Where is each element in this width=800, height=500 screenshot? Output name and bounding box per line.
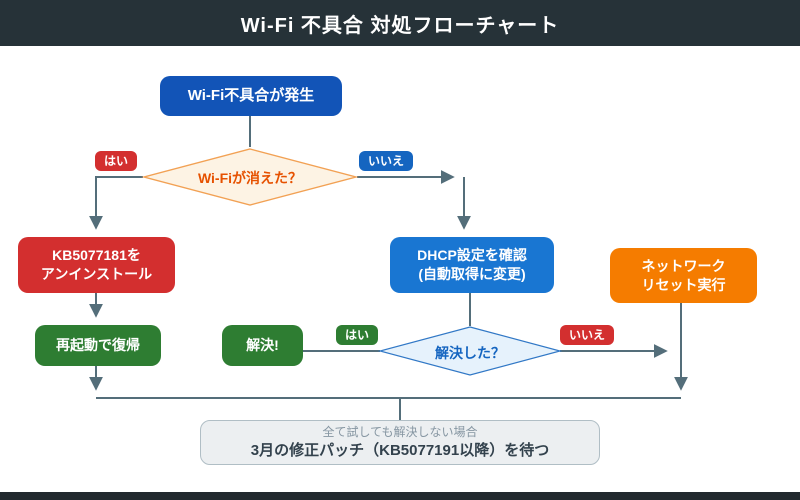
node-uninstall-line2: アンインストール <box>40 266 153 282</box>
note-line2: 3月の修正パッチ（KB5077191以降）を待つ <box>250 442 550 460</box>
footer-bar <box>0 492 800 500</box>
connector-yes1-to-uninstall <box>89 176 143 230</box>
node-dhcp-line1: DHCP設定を確認 <box>417 247 527 264</box>
header-bar: Wi-Fi 不具合 対処フローチャート <box>0 0 800 46</box>
page-title: Wi-Fi 不具合 対処フローチャート <box>240 14 560 37</box>
badge-yes-2: はい <box>336 325 379 346</box>
note-box: 全て試しても解決しない場合 3月の修正パッチ（KB5077191以降）を待つ <box>200 420 600 465</box>
node-start: Wi-Fi不具合が発生 <box>160 76 342 116</box>
node-solved: 解決! <box>222 325 303 366</box>
node-solved-label: 解決! <box>246 337 279 354</box>
node-dhcp-check: DHCP設定を確認 (自動取得に変更) <box>390 237 554 293</box>
badge-no-2: いいえ <box>560 325 615 346</box>
node-uninstall-kb5077181: KB5077181を アンインストール <box>18 237 175 293</box>
node-network-reset: ネットワーク リセット実行 <box>610 248 757 303</box>
decision1-label: Wi-Fiが消えた？ <box>197 170 303 186</box>
node-network-reset-line2: リセット実行 <box>641 276 726 293</box>
node-start-label: Wi-Fi不具合が発生 <box>187 86 315 104</box>
badge-yes-1: はい <box>95 151 138 172</box>
node-network-reset-line1: ネットワーク <box>641 257 726 274</box>
decision2-label: 解決した？ <box>435 345 505 361</box>
badge-no-1: いいえ <box>359 151 414 172</box>
node-uninstall-line1: KB5077181を <box>52 247 141 264</box>
node-dhcp-line2: (自動取得に変更) <box>418 266 526 282</box>
note-line1: 全て試しても解決しない場合 <box>322 424 478 439</box>
node-restart-recovery: 再起動で復帰 <box>35 325 161 366</box>
node-restart-label: 再起動で復帰 <box>56 337 140 354</box>
